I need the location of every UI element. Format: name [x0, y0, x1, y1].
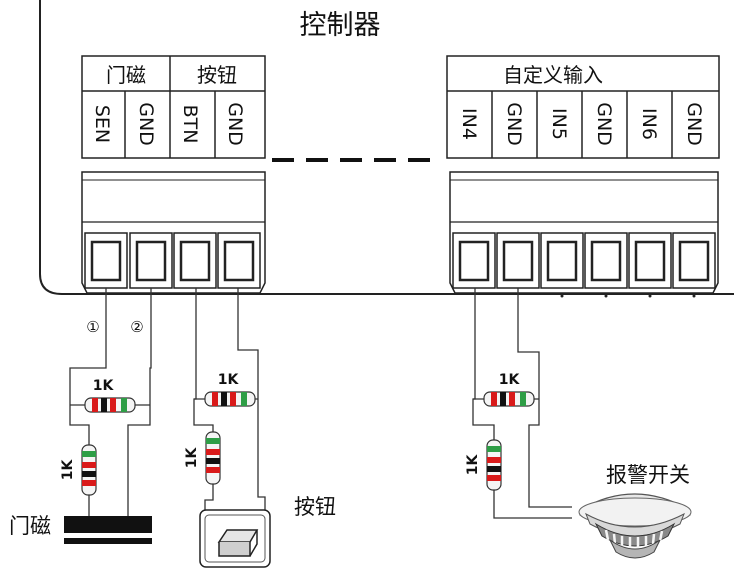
- right-label-table: 自定义输入 IN4 GND IN5 GND IN6 GND: [446, 55, 720, 159]
- pin-label-gnd-3: GND: [503, 102, 525, 146]
- alarm-detector-icon: [578, 493, 692, 559]
- wire-marker-1: ①: [86, 318, 99, 336]
- screw-terminal-gnd-4: [584, 232, 628, 289]
- button-label: 按钮: [294, 495, 336, 519]
- pin-label-gnd-4: GND: [593, 102, 615, 146]
- screw-terminal-gnd-2: [217, 232, 261, 289]
- group-label-custom-input: 自定义输入: [503, 63, 603, 87]
- alarm-switch-label: 报警开关: [606, 463, 690, 487]
- screw-terminal-gnd-1: [129, 232, 173, 289]
- resistor-label-door-parallel: 1K: [93, 378, 115, 394]
- pin-label-gnd-1: GND: [135, 102, 157, 146]
- alarm-series-resistor: [486, 439, 502, 491]
- alarm-parallel-resistor: [483, 391, 535, 407]
- group-label-door-magnet: 门磁: [106, 63, 146, 87]
- screw-terminal-btn: [173, 232, 217, 289]
- resistor-label-button-parallel: 1K: [218, 372, 240, 388]
- screw-terminal-in4: [452, 232, 496, 289]
- group-label-button: 按钮: [197, 63, 237, 87]
- resistor-label-alarm-parallel: 1K: [499, 372, 521, 388]
- door-magnet-icon: [64, 516, 152, 544]
- controller-title: 控制器: [300, 10, 381, 41]
- door-magnet-parallel-resistor: [84, 397, 136, 413]
- pin-label-in5: IN5: [548, 108, 570, 140]
- resistor-label-button-series: 1K: [184, 447, 200, 469]
- screw-terminal-in5: [540, 232, 584, 289]
- pin-label-gnd-2: GND: [224, 102, 246, 146]
- resistor-label-alarm-series: 1K: [465, 454, 481, 476]
- controller-outline: [39, 0, 734, 295]
- resistor-label-door-series: 1K: [60, 459, 76, 481]
- screw-terminal-gnd-5: [672, 232, 716, 289]
- button-parallel-resistor: [204, 391, 256, 407]
- left-label-table: 门磁 按钮 SEN GND BTN GND: [81, 55, 266, 159]
- push-button-icon: [199, 509, 271, 568]
- button-series-resistor: [205, 431, 221, 485]
- left-terminal-block: [81, 171, 266, 294]
- screw-terminal-sen: [84, 232, 128, 289]
- screw-terminal-gnd-3: [496, 232, 540, 289]
- screw-terminal-in6: [628, 232, 672, 289]
- door-magnet-label: 门磁: [9, 514, 51, 538]
- wire-marker-2: ②: [130, 318, 143, 336]
- pin-label-sen: SEN: [91, 105, 113, 143]
- right-terminal-block: [449, 171, 719, 298]
- door-magnet-series-resistor: [81, 444, 97, 496]
- pin-label-btn: BTN: [179, 105, 201, 144]
- pin-label-in6: IN6: [638, 108, 660, 140]
- pin-label-gnd-5: GND: [683, 102, 705, 146]
- pin-label-in4: IN4: [458, 108, 480, 140]
